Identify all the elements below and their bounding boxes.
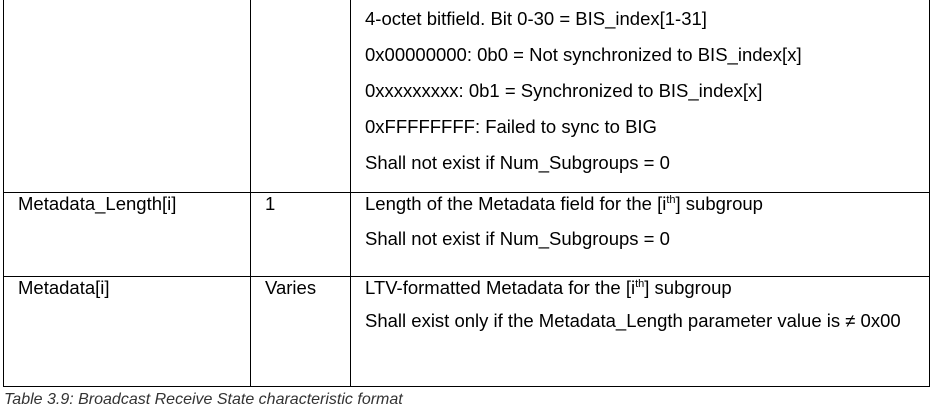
parameter-name-cell (3, 0, 251, 193)
description-line: 0x00000000: 0b0 = Not synchronized to BI… (365, 44, 802, 65)
description-line: Shall not exist if Num_Subgroups = 0 (365, 152, 670, 173)
table-row: Metadata_Length[i] 1 Length of the Metad… (3, 192, 930, 277)
parameter-description-cell: LTV-formatted Metadata for the [ith] sub… (350, 276, 930, 387)
description-line: Length of the Metadata field for the [it… (365, 193, 763, 214)
parameter-name-cell: Metadata_Length[i] (3, 192, 251, 277)
parameter-size-cell: Varies (250, 276, 351, 387)
table-row: 4-octet bitfield. Bit 0-30 = BIS_index[1… (3, 0, 930, 193)
description-line: 0xxxxxxxxx: 0b1 = Synchronized to BIS_in… (365, 80, 763, 101)
characteristic-format-table: 4-octet bitfield. Bit 0-30 = BIS_index[1… (3, 0, 930, 387)
description-line: Shall not exist if Num_Subgroups = 0 (365, 228, 670, 249)
description-line: LTV-formatted Metadata for the [ith] sub… (365, 277, 732, 298)
table-caption: Table 3.9: Broadcast Receive State chara… (4, 391, 403, 408)
table-row: Metadata[i] Varies LTV-formatted Metadat… (3, 276, 930, 387)
parameter-size-cell (250, 0, 351, 193)
parameter-description-cell: 4-octet bitfield. Bit 0-30 = BIS_index[1… (350, 0, 930, 193)
description-line: Shall exist only if the Metadata_Length … (365, 310, 901, 331)
parameter-name-cell: Metadata[i] (3, 276, 251, 387)
description-line: 0xFFFFFFFF: Failed to sync to BIG (365, 116, 657, 137)
parameter-description-cell: Length of the Metadata field for the [it… (350, 192, 930, 277)
parameter-size-cell: 1 (250, 192, 351, 277)
description-line: 4-octet bitfield. Bit 0-30 = BIS_index[1… (365, 8, 707, 29)
